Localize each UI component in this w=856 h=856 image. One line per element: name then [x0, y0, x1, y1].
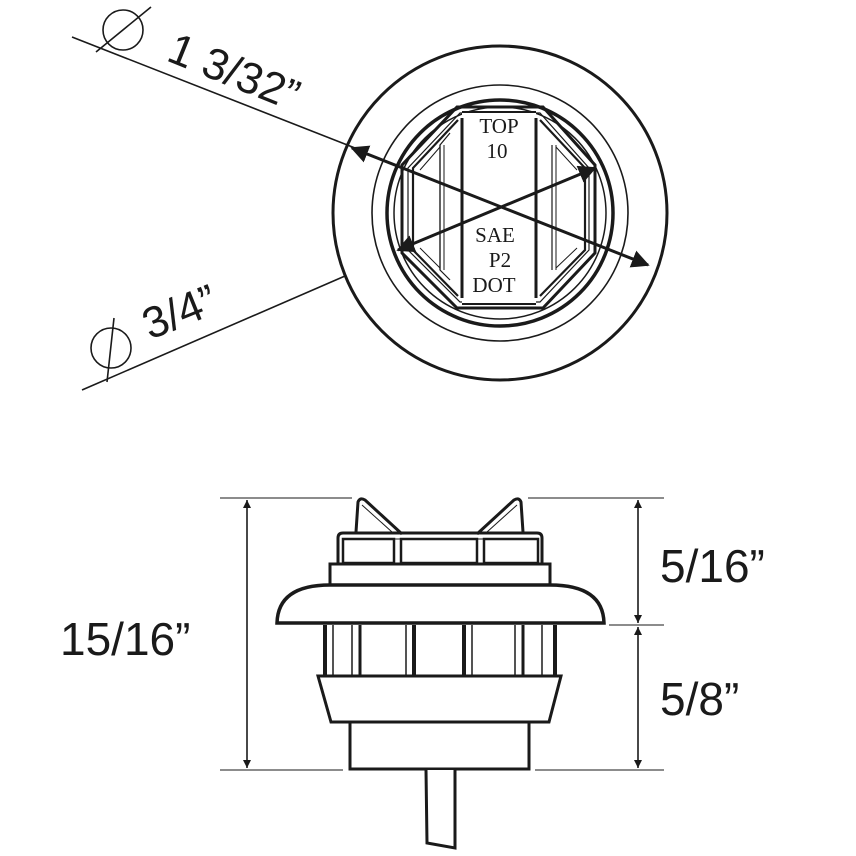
outer-diameter-leader: [71, 36, 356, 149]
base-cylinder: [348, 720, 531, 771]
lens-marking-10: 10: [487, 139, 508, 163]
lens-collar: [328, 562, 552, 585]
inner-diameter-label: 3/4”: [135, 275, 224, 349]
inner-diameter-leader: [81, 275, 346, 391]
outer-diameter-label: 1 3/32”: [161, 24, 306, 121]
side-flange: [275, 583, 606, 625]
diameter-symbol-icon: [95, 6, 152, 53]
lower-height-label: 5/8”: [660, 673, 739, 725]
overall-height-label: 15/16”: [60, 613, 190, 665]
lens-prongs: [354, 497, 525, 536]
upper-height-label: 5/16”: [660, 540, 765, 592]
flange-outer-ring: [331, 44, 669, 382]
tapered-grommet: [316, 674, 563, 724]
wire-lead: [424, 769, 457, 850]
lens-marking-dot: DOT: [472, 273, 515, 297]
inner-diameter-arrow: [396, 165, 597, 253]
side-view: 15/16” 5/16” 5/8”: [60, 497, 765, 850]
diameter-symbol-icon: [90, 317, 132, 383]
lens-marking-sae: SAE: [475, 223, 515, 247]
lens-top-body: [336, 531, 544, 565]
lens-marking-p2: P2: [489, 248, 511, 272]
top-view: 1 3/32” 3/4”: [71, 6, 669, 391]
ribbed-body: [323, 625, 557, 675]
lens-marking-top: TOP: [479, 114, 518, 138]
